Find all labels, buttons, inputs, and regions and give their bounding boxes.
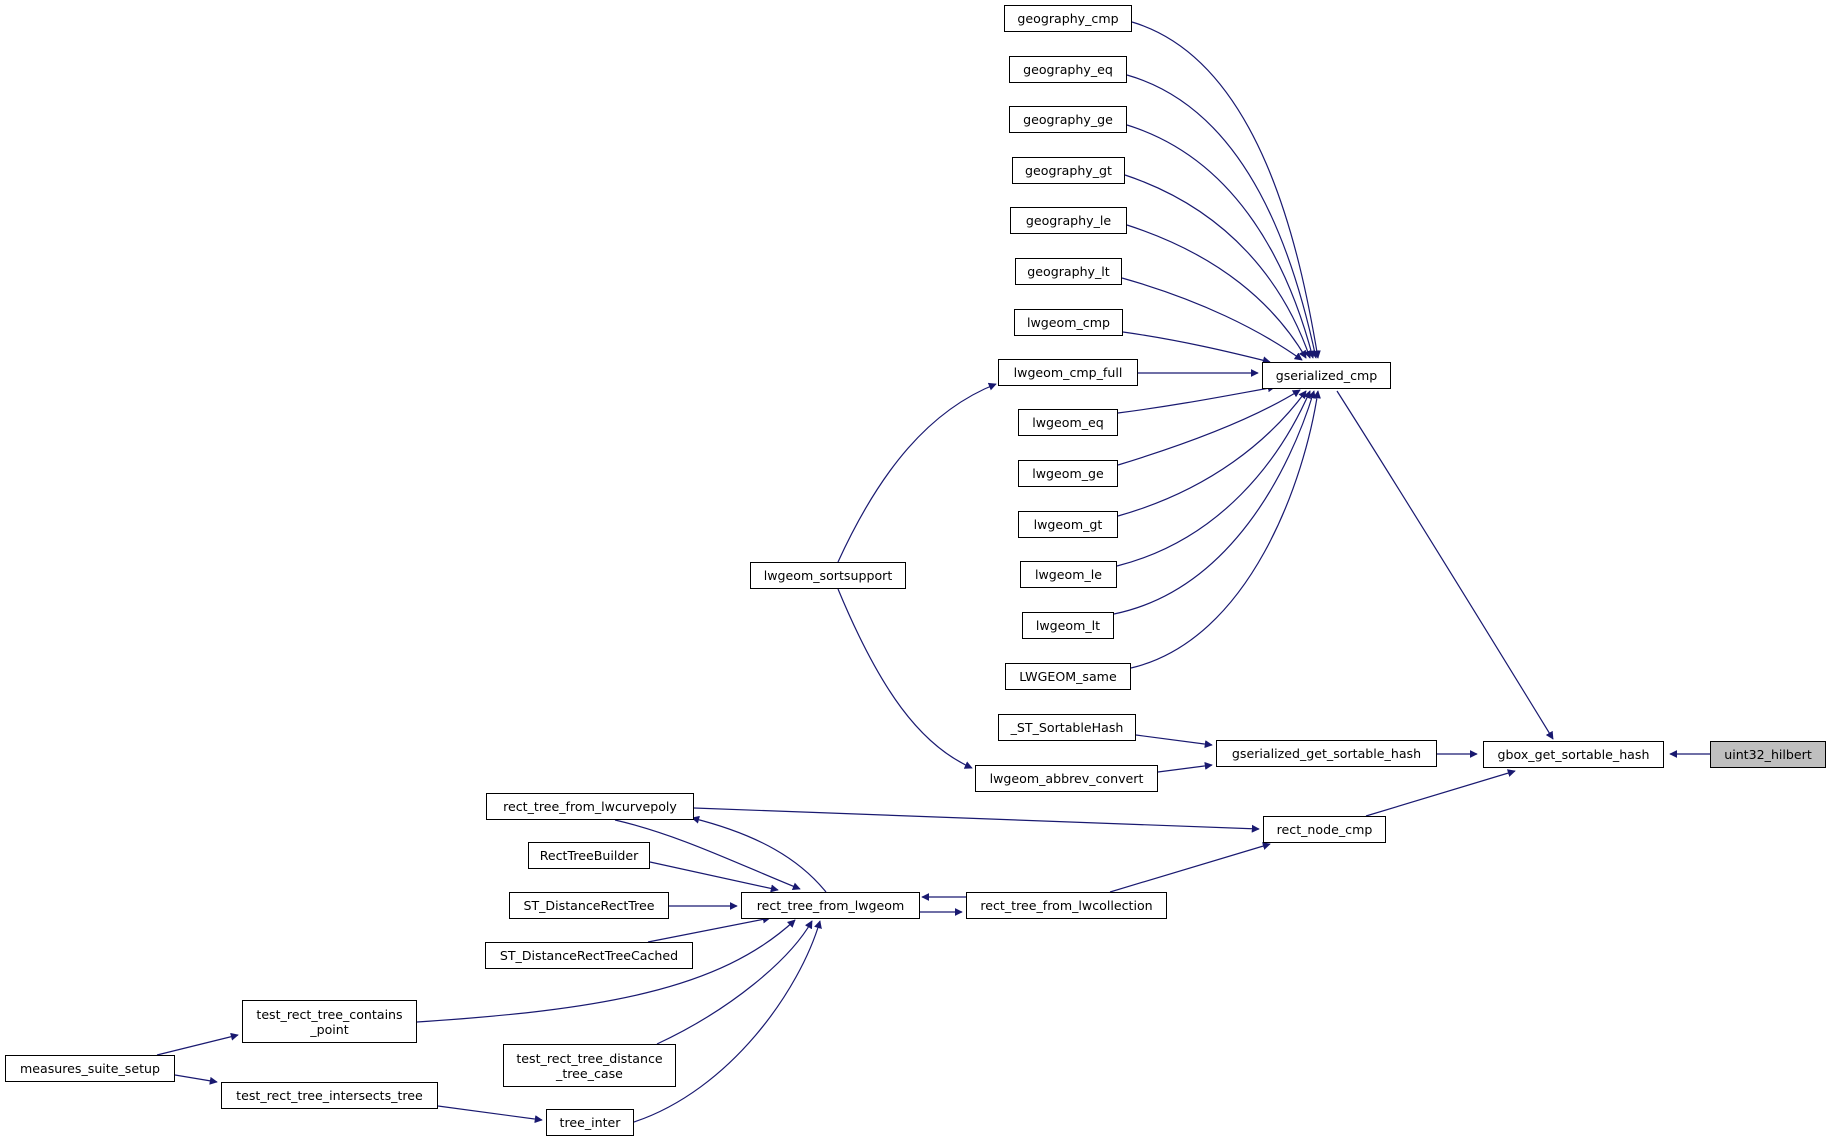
node-rect-tree-from-lwcollection[interactable]: rect_tree_from_lwcollection (966, 892, 1167, 919)
call-edge-rect-tree-from-lwcurvepoly (614, 819, 801, 891)
call-edge-lwgeom-eq (1117, 384, 1276, 414)
call-edge-rect-tree-from-lwgeom (691, 815, 827, 893)
node-st-distancerecttreecached[interactable]: ST_DistanceRectTreeCached (485, 942, 693, 969)
node-geography-cmp[interactable]: geography_cmp (1004, 5, 1132, 32)
call-edge-st-distancerecttreecached (647, 915, 771, 943)
node-test-rect-tree-distance-tree-case[interactable]: test_rect_tree_distance _tree_case (503, 1044, 676, 1087)
node-lwgeom-le[interactable]: lwgeom_le (1020, 561, 1117, 588)
node-recttreebuilder[interactable]: RectTreeBuilder (528, 842, 650, 869)
call-edge-tree-inter (633, 920, 822, 1123)
node-lwgeom-eq[interactable]: lwgeom_eq (1018, 409, 1118, 436)
call-edge--st-sortablehash (1135, 734, 1213, 749)
call-edge-recttreebuilder (649, 861, 779, 893)
call-edge-geography-le (1126, 224, 1307, 359)
call-edge-test-rect-tree-intersects-tree (437, 1105, 543, 1124)
call-edge-measures-suite-setup (156, 1032, 239, 1056)
call-edge-geography-gt (1124, 174, 1312, 359)
node-uint32-hilbert: uint32_hilbert (1710, 741, 1826, 768)
node-geography-le[interactable]: geography_le (1010, 207, 1127, 234)
call-edge-lwgeom-same (1130, 390, 1321, 669)
node-lwgeom-sortsupport[interactable]: lwgeom_sortsupport (750, 562, 906, 589)
call-edge-lwgeom-gt (1117, 390, 1307, 517)
node-lwgeom-cmp[interactable]: lwgeom_cmp (1014, 309, 1123, 336)
call-edge-lwgeom-cmp (1122, 331, 1271, 365)
node-gbox-get-sortable-hash[interactable]: gbox_get_sortable_hash (1483, 741, 1664, 768)
call-edge-lwgeom-abbrev-convert (1157, 761, 1213, 773)
call-edge-rect-tree-from-lwcurvepoly (693, 807, 1260, 833)
call-edge-rect-node-cmp (1365, 769, 1516, 817)
node-geography-gt[interactable]: geography_gt (1012, 157, 1125, 184)
call-edge-test-rect-tree-contains-point (416, 919, 796, 1023)
node-lwgeom-cmp-full[interactable]: lwgeom_cmp_full (998, 359, 1138, 386)
node-gserialized-get-sortable-hash[interactable]: gserialized_get_sortable_hash (1216, 740, 1437, 767)
call-edge-geography-cmp (1131, 21, 1321, 359)
call-edge-test-rect-tree-distance-tree-case (656, 920, 813, 1045)
call-edge-geography-ge (1126, 124, 1316, 359)
node-test-rect-tree-intersects-tree[interactable]: test_rect_tree_intersects_tree (221, 1082, 438, 1109)
node-measures-suite-setup[interactable]: measures_suite_setup (5, 1055, 175, 1082)
call-edge-geography-eq (1126, 74, 1319, 359)
node-lwgeom-same[interactable]: LWGEOM_same (1005, 663, 1131, 690)
node-st-distancerecttree[interactable]: ST_DistanceRectTree (509, 892, 669, 919)
node-gserialized-cmp[interactable]: gserialized_cmp (1262, 362, 1391, 389)
call-edge-lwgeom-lt (1113, 390, 1316, 615)
call-edge-geography-lt (1121, 277, 1303, 361)
node-geography-lt[interactable]: geography_lt (1015, 258, 1122, 285)
call-edge-lwgeom-ge (1117, 389, 1301, 466)
call-edge-lwgeom-le (1116, 390, 1311, 567)
node-st-sortablehash[interactable]: _ST_SortableHash (998, 714, 1136, 741)
node-lwgeom-gt[interactable]: lwgeom_gt (1018, 511, 1118, 538)
node-rect-tree-from-lwgeom[interactable]: rect_tree_from_lwgeom (741, 892, 920, 919)
node-lwgeom-abbrev-convert[interactable]: lwgeom_abbrev_convert (975, 765, 1158, 792)
node-rect-node-cmp[interactable]: rect_node_cmp (1263, 816, 1386, 843)
call-edge-measures-suite-setup (174, 1074, 218, 1085)
node-rect-tree-from-lwcurvepoly[interactable]: rect_tree_from_lwcurvepoly (486, 793, 694, 820)
call-edge-gserialized-cmp (1336, 390, 1554, 740)
node-lwgeom-ge[interactable]: lwgeom_ge (1018, 460, 1118, 487)
node-tree-inter[interactable]: tree_inter (546, 1109, 634, 1136)
node-test-rect-tree-contains-point[interactable]: test_rect_tree_contains _point (242, 1000, 417, 1043)
node-geography-ge[interactable]: geography_ge (1009, 106, 1127, 133)
node-geography-eq[interactable]: geography_eq (1009, 56, 1127, 83)
node-lwgeom-lt[interactable]: lwgeom_lt (1022, 612, 1114, 639)
call-edge-rect-tree-from-lwcollection (1109, 842, 1271, 893)
call-edge-lwgeom-sortsupport (837, 588, 973, 769)
call-edge-lwgeom-sortsupport (837, 382, 997, 563)
